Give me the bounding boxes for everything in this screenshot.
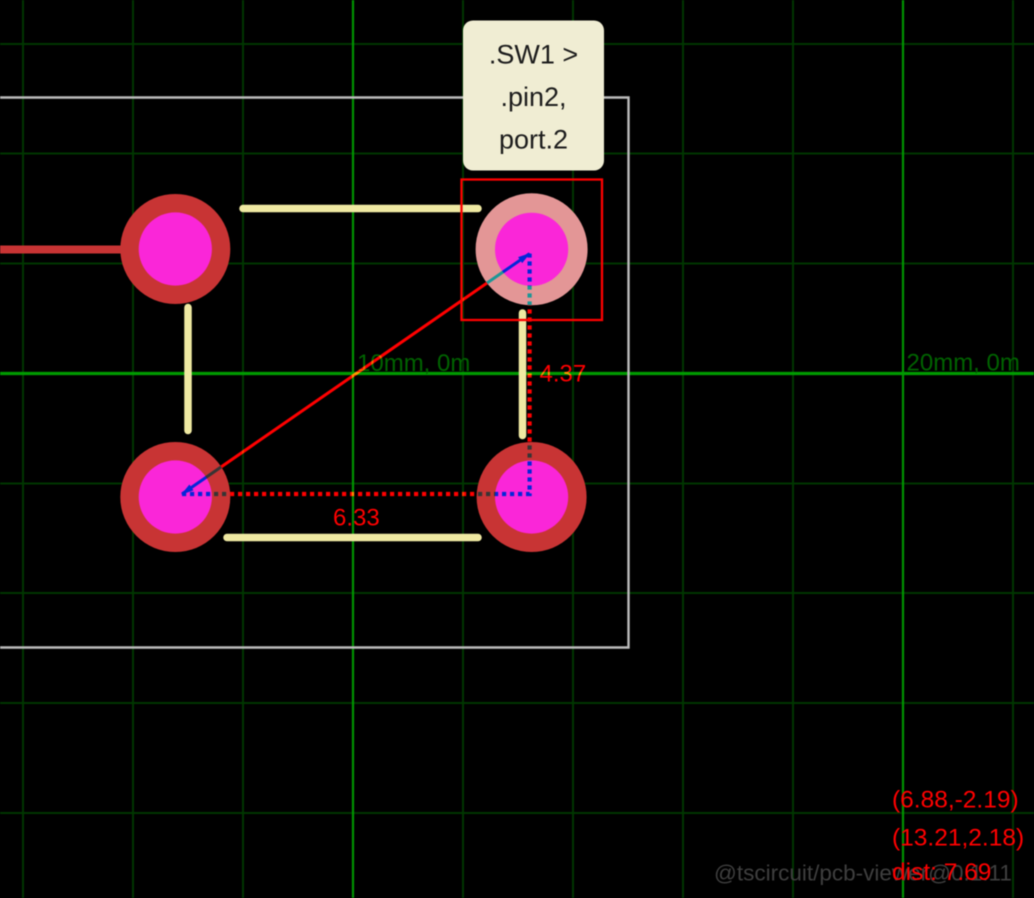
svg-text:port.2: port.2	[499, 125, 568, 155]
svg-text:10mm, 0m: 10mm, 0m	[357, 350, 470, 377]
svg-text:(6.88,-2.19): (6.88,-2.19)	[892, 787, 1019, 814]
svg-text:(13.21,2.18): (13.21,2.18)	[892, 825, 1024, 852]
svg-text:20mm, 0m: 20mm, 0m	[907, 350, 1020, 377]
svg-text:dist: 7.69: dist: 7.69	[892, 859, 991, 886]
svg-text:@tscircuit/pcb-viewer@0.1.11: @tscircuit/pcb-viewer@0.1.11	[714, 861, 1012, 886]
svg-text:.SW1 >: .SW1 >	[489, 40, 578, 70]
svg-text:.pin2,: .pin2,	[500, 82, 566, 112]
svg-text:6.33: 6.33	[333, 505, 380, 532]
svg-text:4.37: 4.37	[540, 361, 587, 388]
